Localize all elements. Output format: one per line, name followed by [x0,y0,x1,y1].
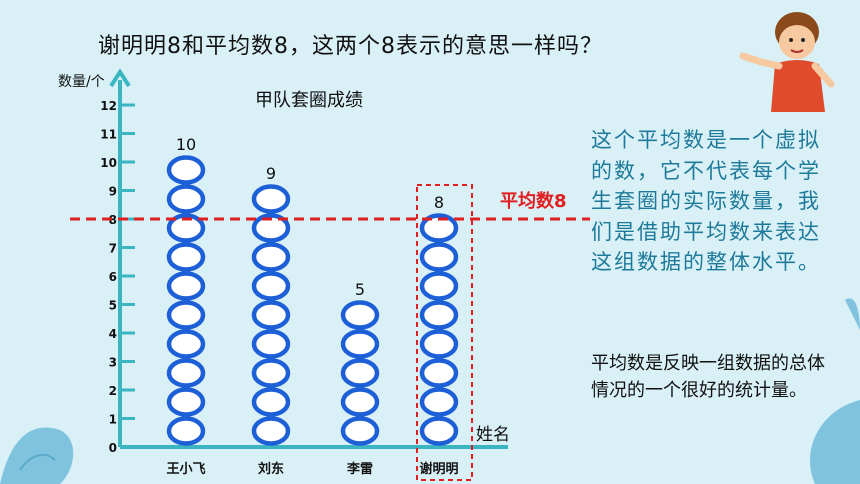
ring-mark [419,416,459,446]
category-label: 王小飞 [166,462,205,477]
category-label: 谢明明 [419,461,458,477]
ring-mark [166,329,206,359]
ring-mark [251,213,291,243]
ring-mark [251,329,291,359]
y-tick-label: 4 [109,327,117,341]
y-tick-label: 2 [109,384,117,398]
y-tick-label: 7 [109,242,117,256]
data-label: 8 [434,193,444,212]
category-label: 李雷 [346,461,373,477]
ring-mark [419,387,459,417]
highlight-box [416,184,473,481]
data-label: 5 [355,280,365,299]
y-tick-label: 10 [100,156,117,170]
boy-illustration [739,12,835,112]
average-label: 平均数8 [500,191,567,212]
ring-mark [340,387,380,417]
ring-mark [340,416,380,446]
y-tick-label: 3 [109,356,117,370]
question-text: 谢明明8和平均数8，这两个8表示的意思一样吗？ [98,34,603,59]
ring-mark [166,242,206,272]
ring-mark [166,271,206,301]
ring-mark [166,155,206,185]
ring-mark [340,329,380,359]
ring-mark [166,416,206,446]
y-axis-label: 数量/个 [58,74,105,90]
ring-mark [251,416,291,446]
y-tick-label: 9 [109,185,117,199]
ring-mark [166,358,206,388]
y-tick-label: 6 [109,270,117,284]
y-axis-arrow [109,68,131,88]
ring-mark [166,184,206,214]
ring-mark [251,300,291,330]
data-label: 10 [176,135,196,154]
ring-mark [340,358,380,388]
ring-mark [251,242,291,272]
y-tick-label: 11 [100,128,117,142]
ring-mark [419,358,459,388]
chart-title: 甲队套圈成绩 [255,90,363,111]
ring-mark [419,213,459,243]
ring-mark [419,329,459,359]
ring-mark [419,271,459,301]
data-label: 9 [266,164,276,183]
ring-mark [251,271,291,301]
ring-mark [419,300,459,330]
ring-mark [166,387,206,417]
y-tick-label: 0 [109,441,117,455]
ring-mark [340,300,380,330]
ring-mark [251,184,291,214]
category-label: 刘东 [258,461,284,477]
y-tick-label: 5 [109,299,117,313]
summary-text: 平均数是反映一组数据的总体情况的一个很好的统计量。 [591,353,825,401]
y-tick-label: 1 [109,413,117,427]
y-tick-label: 8 [109,213,117,227]
explanation-text: 这个平均数是一个虚拟的数，它不代表每个学生套圈的实际数量，我们是借助平均数来表达… [591,128,821,274]
ring-mark [251,358,291,388]
y-tick-label: 12 [100,99,117,113]
x-axis-label: 姓名 [476,425,510,445]
ring-mark [166,213,206,243]
ring-mark [166,300,206,330]
ring-mark [251,387,291,417]
ring-mark [419,242,459,272]
